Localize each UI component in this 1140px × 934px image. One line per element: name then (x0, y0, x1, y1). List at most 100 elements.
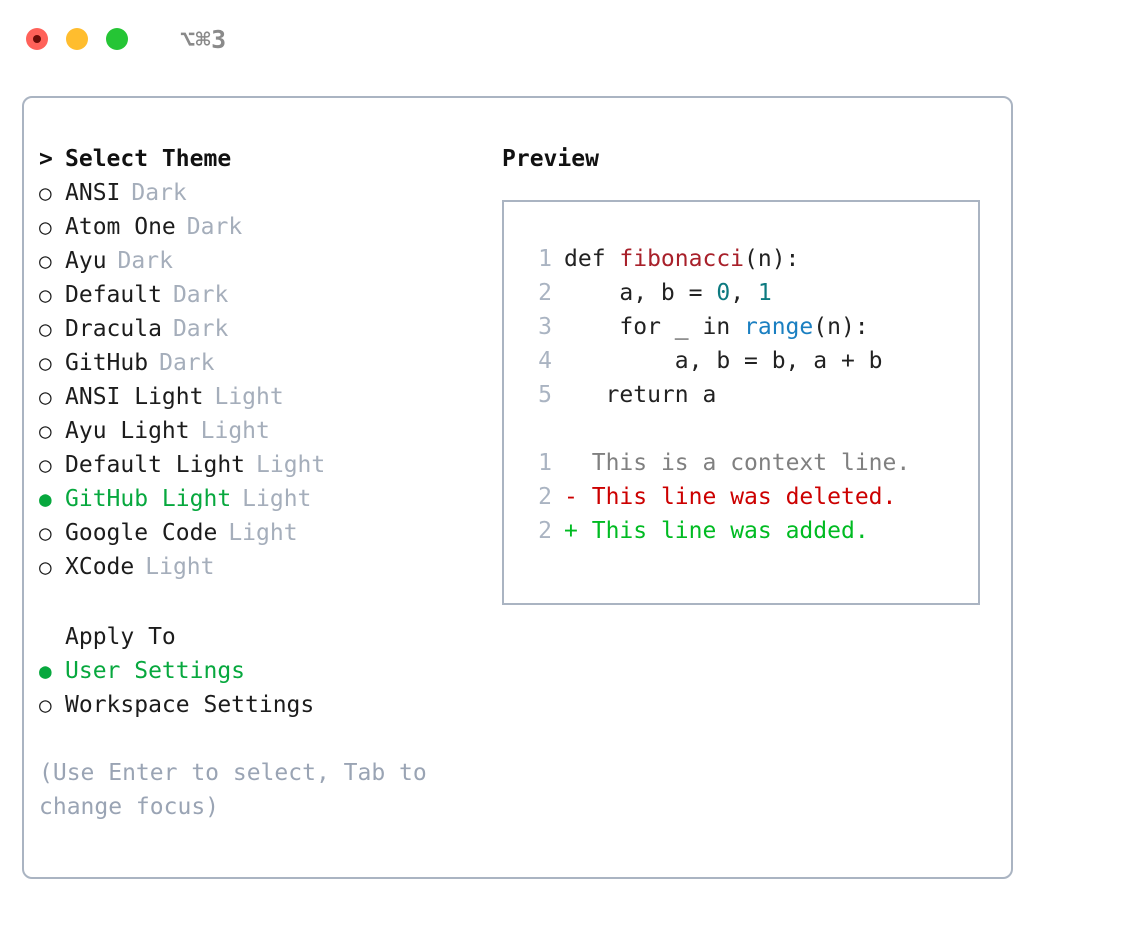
theme-option-label: ANSI (65, 180, 121, 206)
theme-option-ansi-light[interactable]: ○ ANSI Light Light (39, 384, 479, 418)
traffic-lights (26, 28, 128, 50)
line-number: 2 (538, 518, 552, 544)
apply-to-option-label: Workspace Settings (65, 692, 315, 718)
code-diff-separator (522, 416, 978, 450)
radio-unselected-icon: ○ (39, 249, 52, 273)
theme-option-label: XCode (65, 554, 135, 580)
code-token-plain: def (564, 246, 620, 272)
theme-option-label: GitHub Light (65, 486, 232, 512)
code-token-plain: for _ in (564, 314, 745, 340)
keyboard-shortcut-label: ⌥⌘3 (180, 24, 227, 54)
radio-unselected-icon: ○ (39, 351, 52, 375)
diff-line-text: + This line was added. (564, 518, 869, 544)
diff-line-add: 2 + This line was added. (522, 518, 978, 552)
code-line: 4 a, b = b, a + b (522, 348, 978, 382)
code-token-plain: return a (564, 382, 717, 408)
diff-line-text: - This line was deleted. (564, 484, 896, 510)
theme-option-atom-one[interactable]: ○ Atom One Dark (39, 214, 479, 248)
theme-option-ayu[interactable]: ○ Ayu Dark (39, 248, 479, 282)
theme-variant-badge: Dark (172, 316, 229, 342)
theme-option-label: Atom One (65, 214, 176, 240)
apply-to-header: Apply To (39, 624, 479, 658)
line-number: 1 (538, 450, 552, 476)
diff-line-text: This is a context line. (564, 450, 911, 476)
maximize-button[interactable] (106, 28, 128, 50)
close-button[interactable] (26, 28, 48, 50)
radio-unselected-icon: ○ (39, 317, 52, 341)
diff-sign (564, 450, 578, 476)
code-line: 5 return a (522, 382, 978, 416)
theme-option-label: Default (65, 282, 162, 308)
theme-variant-badge: Dark (131, 180, 187, 206)
theme-option-label: Default Light (65, 452, 246, 478)
code-line: 2 a, b = 0, 1 (522, 280, 978, 314)
diff-sign: + (564, 518, 578, 544)
apply-to-title: Apply To (65, 624, 176, 650)
minimize-button[interactable] (66, 28, 88, 50)
theme-variant-badge: Dark (117, 248, 173, 274)
code-token-plain: , (730, 280, 758, 306)
code-line-text: a, b = 0, 1 (564, 280, 772, 306)
theme-variant-badge: Dark (159, 350, 215, 376)
theme-option-github-light[interactable]: ● GitHub Light Light (39, 486, 479, 520)
line-number: 2 (538, 280, 552, 306)
apply-to-option-workspace-settings[interactable]: ○Workspace Settings (39, 692, 479, 726)
radio-unselected-icon: ○ (39, 385, 52, 409)
diff-text: This is a context line. (591, 450, 911, 476)
theme-variant-badge: Light (242, 486, 312, 512)
diff-text: This line was added. (591, 518, 869, 544)
theme-variant-badge: Light (214, 384, 284, 410)
radio-unselected-icon: ○ (39, 215, 52, 239)
code-line-text: def fibonacci(n): (564, 246, 799, 272)
diff-text: This line was deleted. (591, 484, 897, 510)
code-token-plain: a, b = b, a + b (564, 348, 883, 374)
radio-selected-icon: ● (39, 659, 52, 683)
theme-variant-badge: Light (228, 520, 298, 546)
radio-unselected-icon: ○ (39, 521, 52, 545)
preview-title: Preview (502, 146, 599, 172)
radio-unselected-icon: ○ (39, 283, 52, 307)
theme-option-ansi[interactable]: ○ ANSI Dark (39, 180, 479, 214)
radio-unselected-icon: ○ (39, 419, 52, 443)
code-line-text: return a (564, 382, 717, 408)
code-line-text: for _ in range(n): (564, 314, 868, 340)
code-token-num: 0 (716, 280, 731, 306)
diff-line-del: 2- This line was deleted. (522, 484, 978, 518)
theme-variant-badge: Dark (186, 214, 243, 240)
code-token-plain: (n): (744, 246, 800, 272)
theme-variant-badge: Light (256, 452, 326, 478)
select-theme-title: Select Theme (65, 146, 232, 172)
line-number: 2 (538, 484, 552, 510)
radio-unselected-icon: ○ (39, 181, 52, 205)
theme-option-default[interactable]: ○ Default Dark (39, 282, 479, 316)
diff-sign: - (564, 484, 578, 510)
radio-unselected-icon: ○ (39, 453, 52, 477)
apply-to-option-user-settings[interactable]: ●User Settings (39, 658, 479, 692)
line-number: 4 (538, 348, 552, 374)
theme-option-label: Ayu (65, 248, 107, 274)
theme-variant-badge: Light (200, 418, 270, 444)
line-number: 1 (538, 246, 552, 272)
line-number: 3 (538, 314, 552, 340)
keyboard-hint-text: (Use Enter to select, Tab to change focu… (39, 760, 427, 820)
spacer (39, 588, 479, 624)
apply-to-option-list: ●User Settings○Workspace Settings (39, 658, 479, 726)
theme-variant-badge: Dark (172, 282, 229, 308)
code-token-plain: a, b = (564, 280, 717, 306)
theme-option-default-light[interactable]: ○ Default Light Light (39, 452, 479, 486)
radio-selected-icon: ● (39, 487, 52, 511)
theme-option-label: ANSI Light (65, 384, 204, 410)
code-token-num: 1 (757, 280, 772, 306)
